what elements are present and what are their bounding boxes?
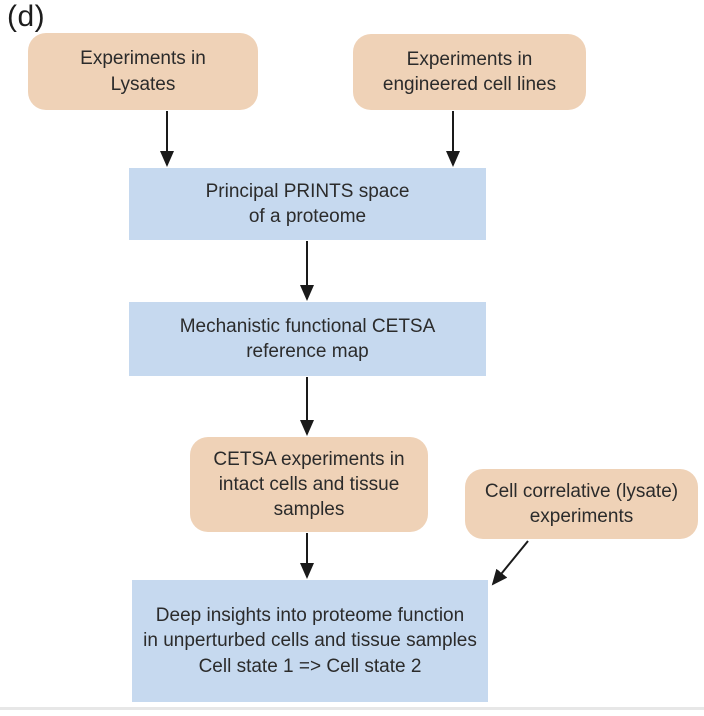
node-experiments-engineered-cell-lines: Experiments in engineered cell lines xyxy=(353,34,586,110)
node-label: Deep insights into proteome function in … xyxy=(143,605,477,677)
node-cell-correlative-lysate-experiments: Cell correlative (lysate) experiments xyxy=(465,469,698,539)
node-principal-prints-space: Principal PRINTS space of a proteome xyxy=(129,168,486,240)
node-cetsa-experiments-intact-cells: CETSA experiments in intact cells and ti… xyxy=(190,437,428,532)
node-label: CETSA experiments in intact cells and ti… xyxy=(213,448,405,521)
arrow-cell-correlative-to-deep-insights xyxy=(491,540,529,586)
node-label: Principal PRINTS space of a proteome xyxy=(205,180,410,227)
node-label: Mechanistic functional CETSA reference m… xyxy=(179,315,436,362)
panel-label: (d) xyxy=(7,0,46,33)
node-label: Cell correlative (lysate) experiments xyxy=(484,480,679,527)
bottom-divider xyxy=(0,707,704,710)
node-experiments-lysates: Experiments in Lysates xyxy=(28,33,258,110)
node-label: Experiments in Lysates xyxy=(80,48,206,95)
node-mechanistic-cetsa-reference-map: Mechanistic functional CETSA reference m… xyxy=(129,302,486,376)
node-deep-insights: Deep insights into proteome function in … xyxy=(132,580,488,702)
node-label: Experiments in engineered cell lines xyxy=(382,48,557,95)
